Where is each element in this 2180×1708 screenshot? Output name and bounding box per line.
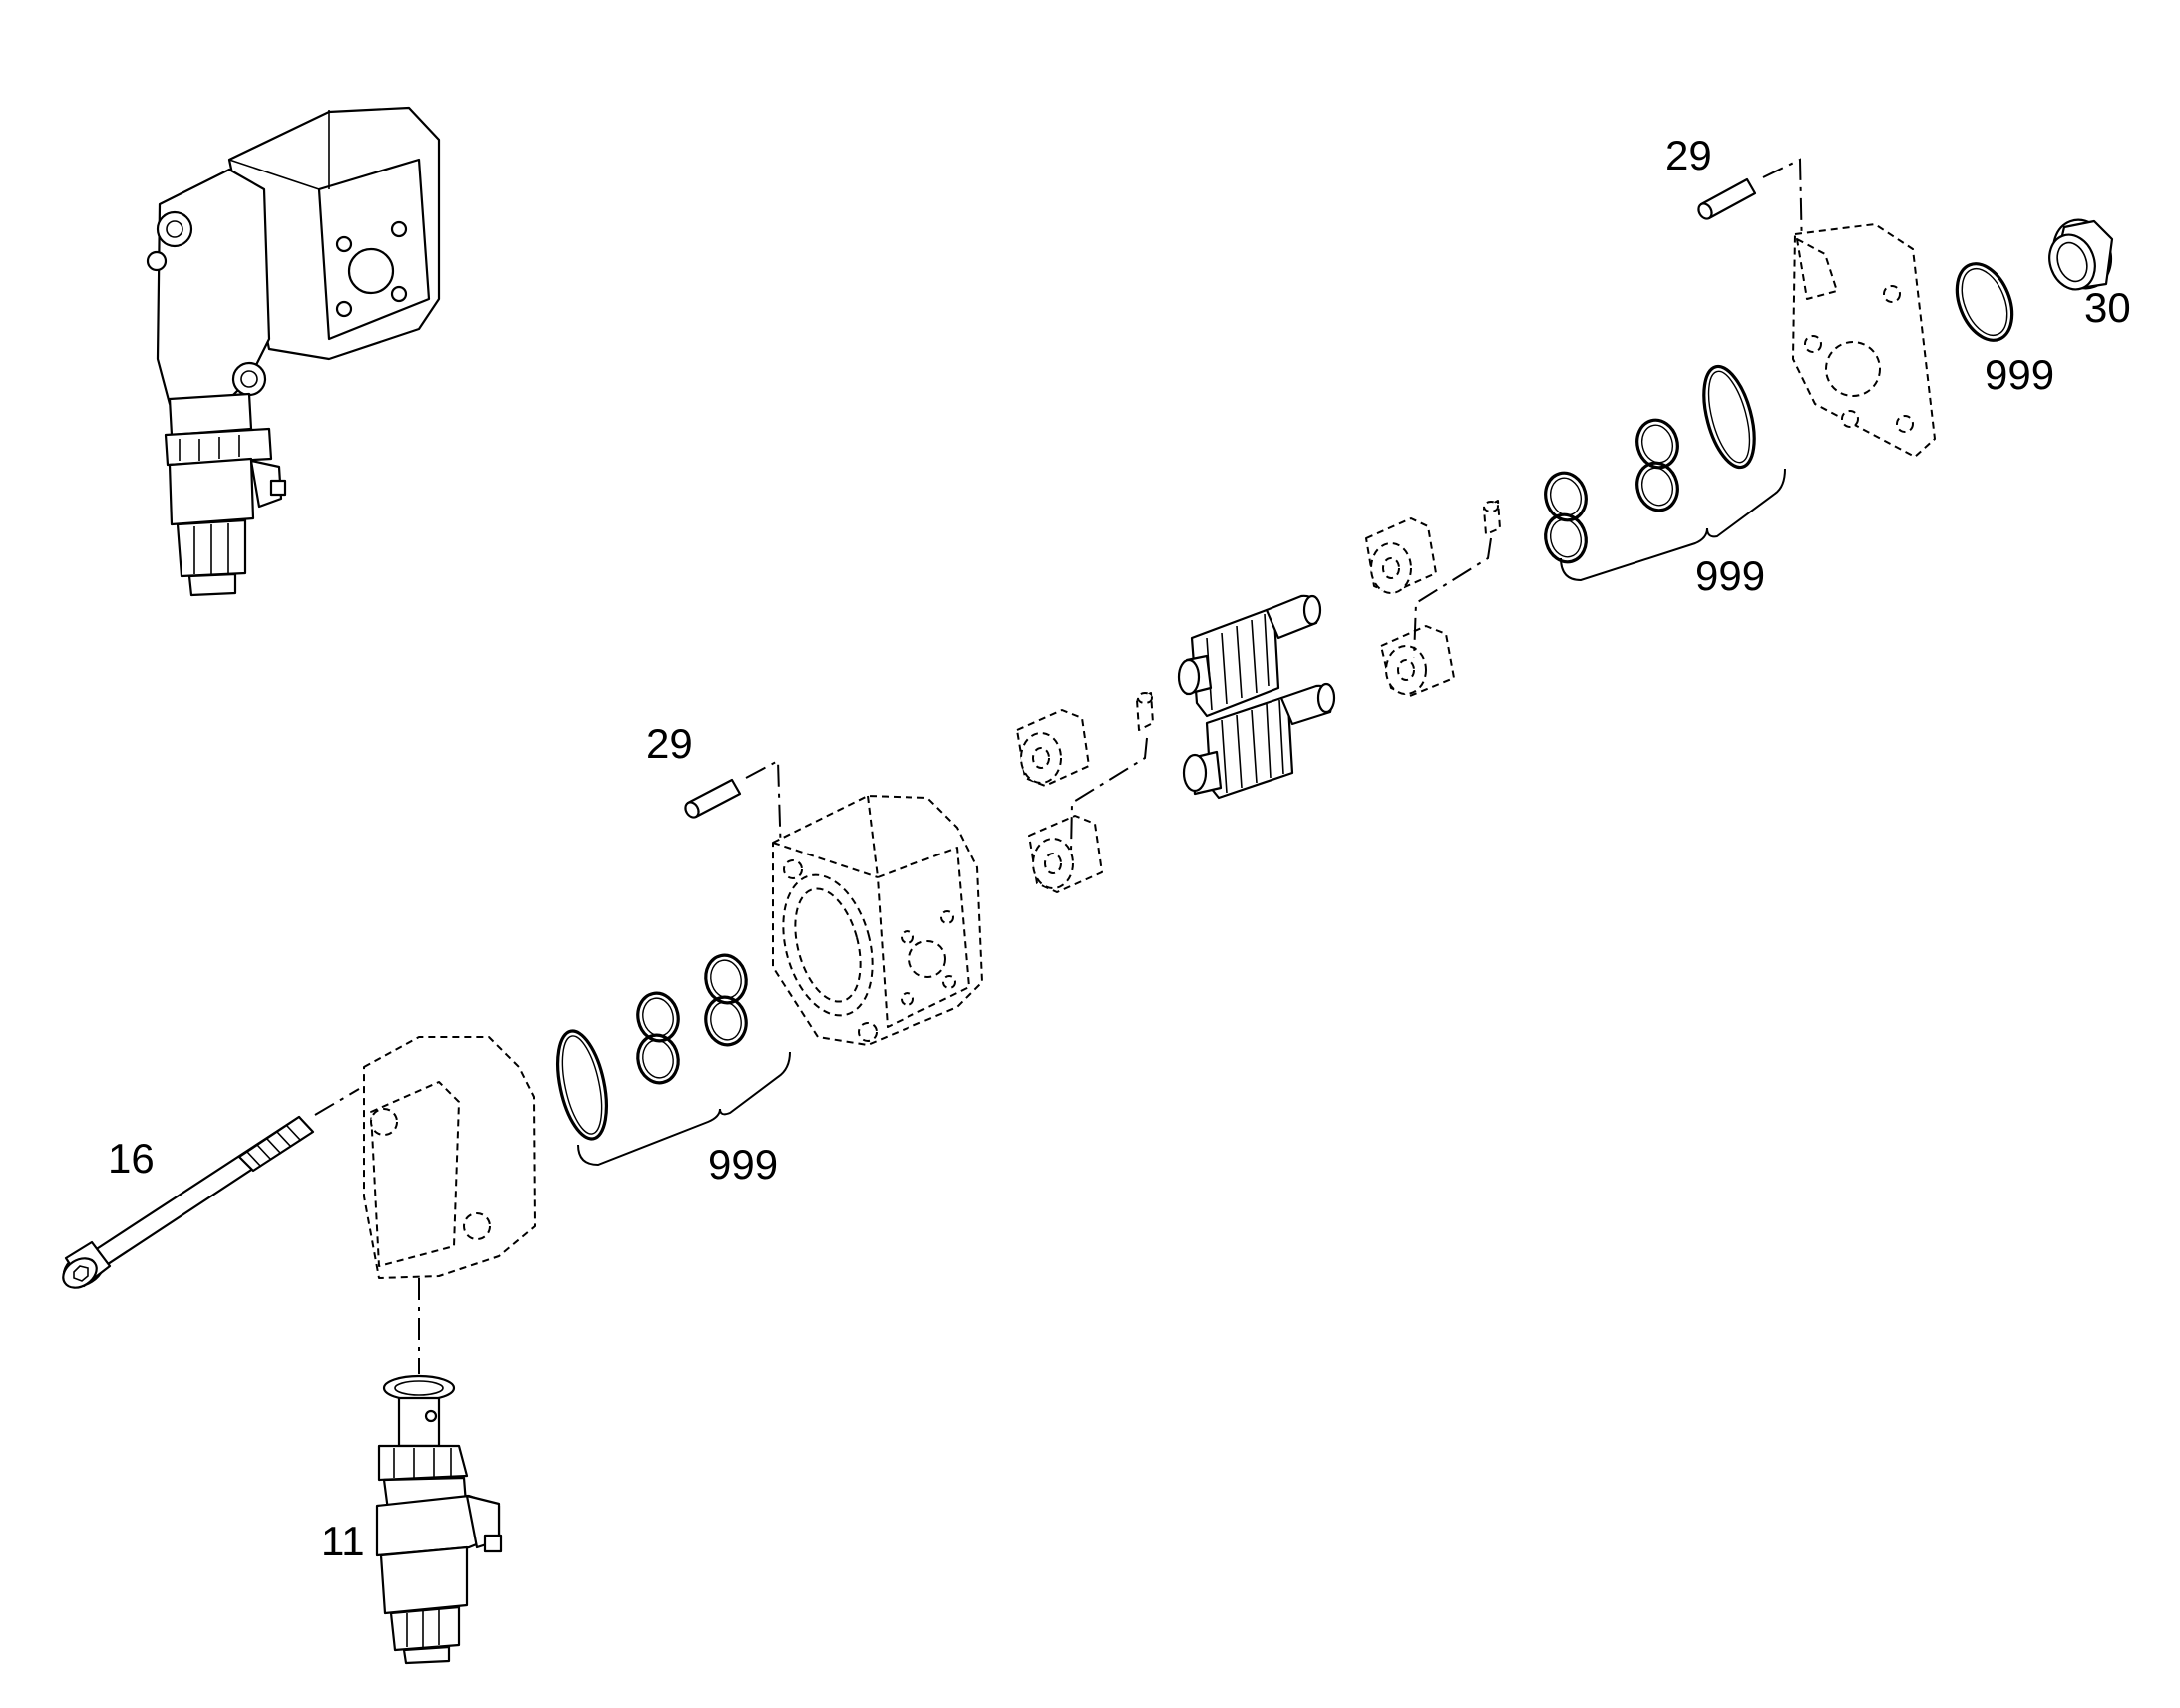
bushing-upper-pair <box>1365 500 1501 697</box>
leader-line-screw <box>314 1088 360 1116</box>
dowel-pin-middle <box>684 778 742 819</box>
assembled-pump-illustration <box>146 106 441 597</box>
callout-29-top: 29 <box>1665 132 1712 178</box>
front-cover <box>363 1036 536 1279</box>
bushing-lower-pair <box>1016 692 1154 893</box>
seal-set-lower <box>556 953 748 1141</box>
bracket-seal-upper <box>1560 468 1786 582</box>
dowel-pin-top <box>1697 177 1757 220</box>
rear-cover <box>1792 223 1936 458</box>
gear-lower <box>1182 682 1336 800</box>
bushing-ring <box>2048 218 2114 291</box>
callout-999-upper: 999 <box>1695 552 1765 599</box>
pump-body-housing <box>772 795 983 1046</box>
leader-line-pin-middle <box>745 759 782 858</box>
leader-line-bushing-upper <box>1413 537 1492 659</box>
cap-screw <box>62 1115 315 1289</box>
callout-999-lower: 999 <box>708 1141 778 1188</box>
callout-30: 30 <box>2084 284 2131 331</box>
leader-line-bushing-lower <box>1070 737 1148 854</box>
callout-11: 11 <box>321 1518 365 1564</box>
relief-valve <box>375 1374 503 1665</box>
o-ring-single <box>1955 262 2014 342</box>
callout-999-single: 999 <box>1985 351 2054 398</box>
seal-set-upper <box>1544 364 1756 564</box>
bracket-seal-lower <box>577 1051 791 1167</box>
gear-upper <box>1177 594 1322 718</box>
callout-29-middle: 29 <box>646 720 693 767</box>
callout-16: 16 <box>108 1135 155 1182</box>
